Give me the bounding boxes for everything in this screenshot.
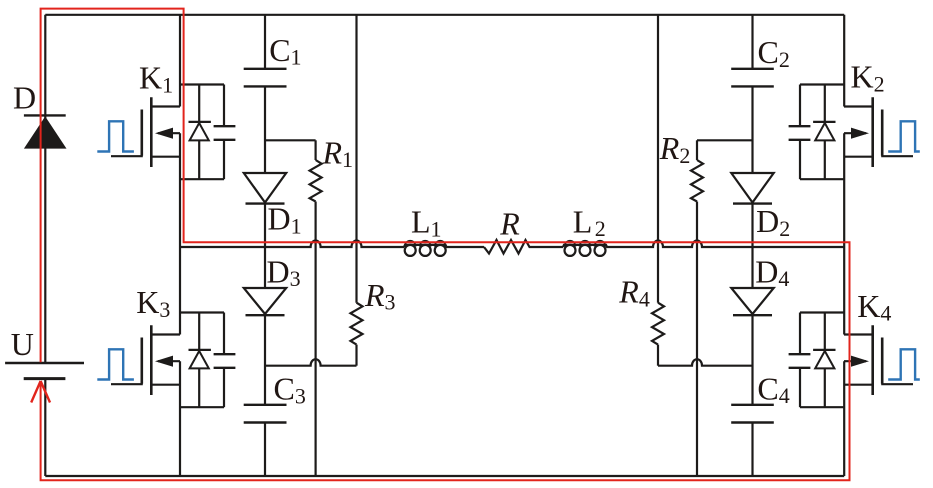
svg-text:L1: L1 bbox=[411, 204, 442, 242]
svg-text:U: U bbox=[11, 326, 34, 362]
svg-text:D: D bbox=[13, 79, 36, 115]
svg-text:D3: D3 bbox=[267, 253, 301, 291]
svg-text:L2: L2 bbox=[573, 203, 606, 241]
svg-text:K2: K2 bbox=[851, 59, 885, 97]
svg-text:D1: D1 bbox=[268, 201, 302, 239]
svg-text:R: R bbox=[499, 206, 520, 242]
svg-text:C4: C4 bbox=[757, 370, 789, 408]
svg-text:C1: C1 bbox=[269, 32, 301, 70]
svg-text:C2: C2 bbox=[758, 34, 790, 72]
svg-text:K4: K4 bbox=[857, 288, 891, 326]
svg-text:K3: K3 bbox=[136, 284, 170, 322]
svg-text:C3: C3 bbox=[274, 371, 306, 409]
svg-text:R1: R1 bbox=[322, 134, 354, 172]
svg-text:R3: R3 bbox=[364, 277, 396, 315]
svg-text:K1: K1 bbox=[139, 60, 173, 98]
svg-text:D4: D4 bbox=[755, 253, 789, 291]
svg-text:R2: R2 bbox=[659, 130, 691, 168]
svg-text:R4: R4 bbox=[618, 274, 650, 312]
svg-text:D2: D2 bbox=[756, 203, 790, 241]
